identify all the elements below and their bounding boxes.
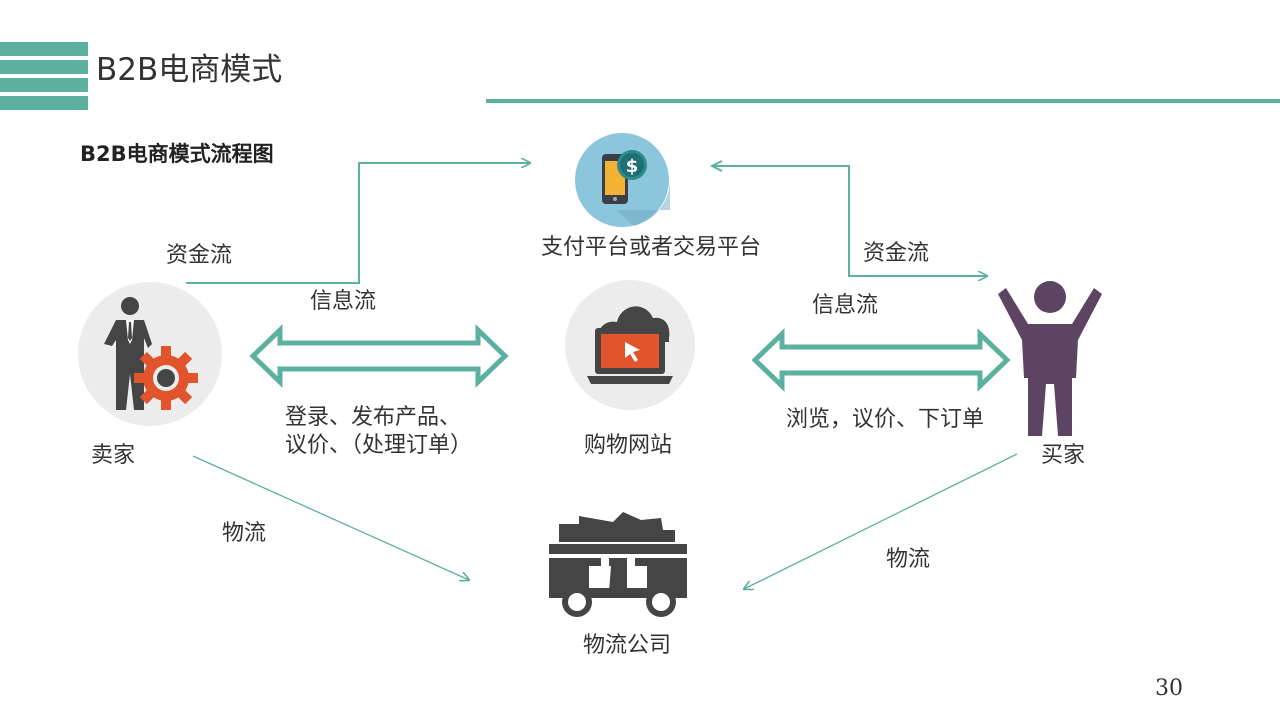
page-number: 30 [1155, 676, 1183, 701]
diagram-subtitle: B2B电商模式流程图 [80, 142, 274, 166]
title-decoration [0, 42, 88, 112]
cloud-laptop-icon [565, 280, 695, 410]
businessman-gear-icon [78, 282, 222, 426]
buyer-actions-label: 浏览，议价、下订单 [786, 407, 985, 432]
buyer-money-flow-line [712, 165, 987, 276]
buyer-info-flow-label: 信息流 [812, 293, 879, 318]
truck-icon [549, 512, 687, 617]
seller-money-flow-line [186, 163, 530, 284]
seller-money-flow-label: 资金流 [166, 243, 233, 268]
seller-actions-label: 登录、发布产品、议价、（处理订单） [285, 405, 473, 458]
seller-logistics-label: 物流 [222, 521, 267, 546]
mobile-payment-icon: $ [575, 133, 670, 227]
person-arms-raised-icon [998, 281, 1102, 436]
buyer-money-flow-label: 资金流 [863, 241, 930, 266]
buyer-logistics-label: 物流 [886, 547, 931, 572]
seller-logistics-line [192, 455, 469, 580]
buyer-logistics-line [744, 453, 1018, 589]
buyer-info-double-arrow [751, 328, 1011, 392]
title-rule [486, 99, 1280, 103]
slide-title: B2B电商模式 [96, 52, 283, 88]
seller-info-double-arrow [249, 324, 509, 388]
svg-text:$: $ [626, 156, 639, 177]
logistics-company-label: 物流公司 [583, 633, 672, 658]
payment-platform-label: 支付平台或者交易平台 [541, 235, 762, 260]
seller-info-flow-label: 信息流 [310, 289, 377, 314]
shopping-website-label: 购物网站 [584, 433, 673, 458]
buyer-label: 买家 [1041, 443, 1086, 468]
seller-label: 卖家 [91, 443, 136, 468]
